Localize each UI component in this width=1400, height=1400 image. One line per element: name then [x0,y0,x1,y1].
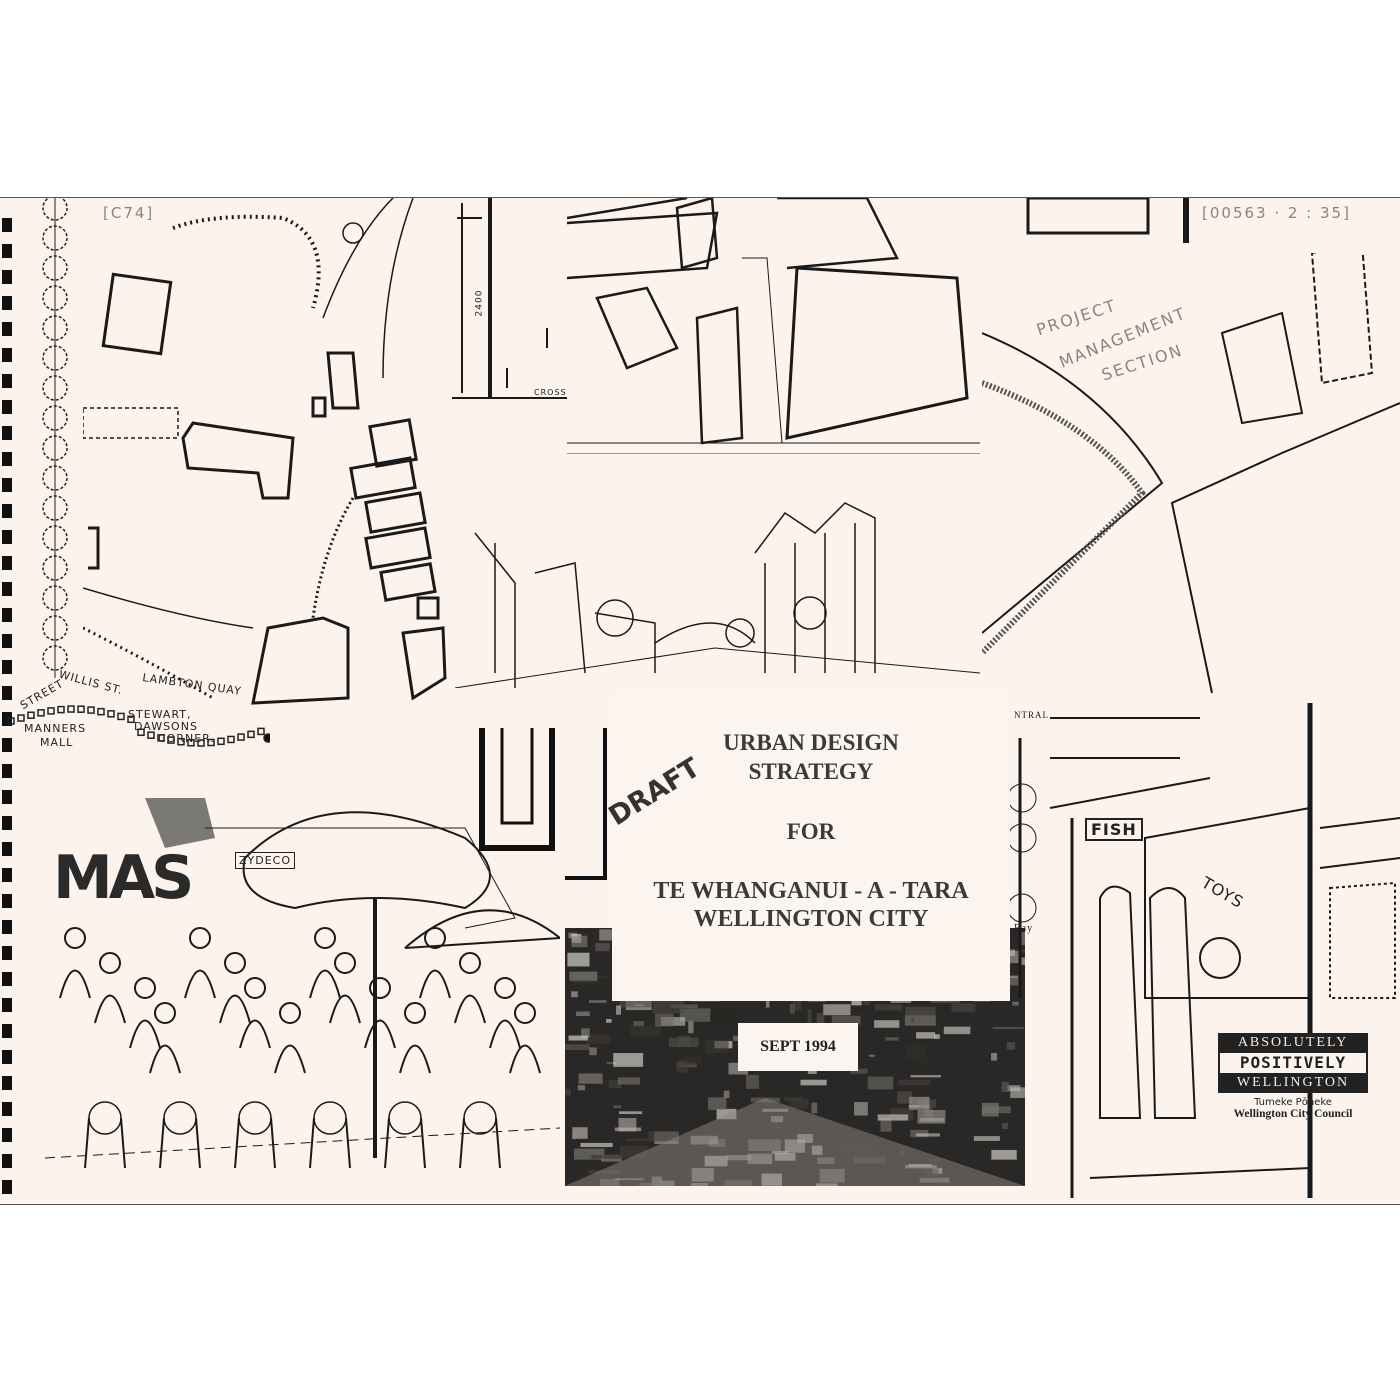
logo-line-positively: POSITIVELY [1218,1053,1368,1073]
map-label-corner: CORNER. [158,732,215,745]
title-line-3: TE WHANGANUI - A - TARA [653,878,969,904]
arcade-light-frame [565,728,615,928]
zydeco-sign: ZYDECO [235,852,296,869]
binding-ring [2,426,12,440]
map-label-mall: MALL [40,736,74,749]
binding-ring [2,764,12,778]
title-line-2: STRATEGY [748,759,874,784]
reference-number-c74: [C74] [103,204,155,222]
logo-line-absolutely: ABSOLUTELY [1218,1033,1368,1053]
logo-council-name: Wellington City Council [1233,1108,1353,1120]
document-cover: [C74] STREET WILLIS ST. LAMBTON QUAY STE… [0,197,1400,1205]
binding-ring [2,686,12,700]
title-for: FOR [786,819,836,844]
logo-maori-name: Tumeke Pōneke [1254,1097,1332,1108]
council-logo: ABSOLUTELY POSITIVELY WELLINGTON Tumeke … [1218,1033,1368,1120]
binding-ring [2,348,12,362]
binding-ring [2,582,12,596]
bay-label: Bay [1014,923,1034,934]
site-plan-sketch: [C74] [83,198,453,758]
building-plan-sketch [1000,198,1200,253]
cross-label: CROSS [534,388,567,397]
boulevard-aerial-sketch [982,253,1400,698]
binding-ring [2,946,12,960]
map-label-dawsons: DAWSONS [134,720,198,733]
binding-ring [2,400,12,414]
title-line-4: WELLINGTON CITY [693,906,929,932]
mas-sign: MAS [53,843,194,913]
binding-ring [2,738,12,752]
street-section-sketch: 2400 CROSS [452,198,567,473]
binding-ring [2,270,12,284]
binding-ring [2,1154,12,1168]
map-label-stewart: STEWART, [128,708,192,721]
binding-ring [2,296,12,310]
binding-ring [2,452,12,466]
title-box: URBAN DESIGN STRATEGY FOR TE WHANGANUI -… [612,691,1010,1001]
laneway-perspective-sketch [567,198,980,454]
logo-line-wellington: WELLINGTON [1218,1073,1368,1093]
binding-ring [2,1180,12,1194]
spiral-binding [2,218,12,1194]
dimension-label: 2400 [474,289,485,317]
binding-ring [2,1128,12,1142]
cafe-scene-sketch: MAS ZYDECO [45,798,560,1188]
binding-ring [2,920,12,934]
binding-ring [2,634,12,648]
binding-ring [2,998,12,1012]
tree-column-sketch [28,198,83,678]
binding-ring [2,790,12,804]
binding-ring [2,218,12,232]
binding-ring [2,972,12,986]
binding-ring [2,478,12,492]
binding-ring [2,1024,12,1038]
binding-ring [2,894,12,908]
binding-ring [2,322,12,336]
binding-ring [2,842,12,856]
title-line-1: URBAN DESIGN [723,730,899,755]
shopfront-sketch: FISH TOYS Bay NTRAL [1010,698,1400,1198]
binding-ring [2,374,12,388]
map-label-manners: MANNERS [24,722,87,735]
binding-ring [2,530,12,544]
binding-ring [2,244,12,258]
fish-sign: FISH [1085,818,1143,841]
binding-ring [2,556,12,570]
binding-ring [2,660,12,674]
binding-ring [2,1050,12,1064]
central-label: NTRAL [1014,710,1049,720]
binding-ring [2,712,12,726]
pedestrian-route-sketch [7,705,270,747]
binding-ring [2,504,12,518]
binding-ring [2,1076,12,1090]
street-scene-sketch [455,473,980,688]
binding-ring [2,816,12,830]
binding-ring [2,608,12,622]
reference-number-00563: [00563 · 2 : 35] [1202,204,1351,222]
binding-ring [2,1102,12,1116]
tree-icon [42,198,68,221]
binding-ring [2,868,12,882]
date-label: SEPT 1994 [738,1023,858,1071]
